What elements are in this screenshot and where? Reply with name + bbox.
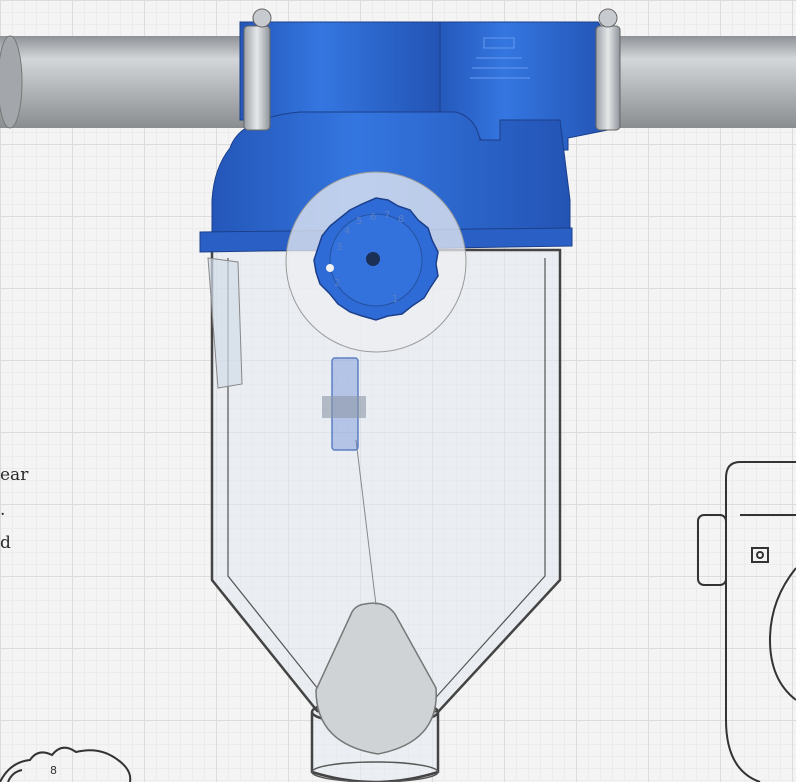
float-window [322, 357, 366, 451]
dial-digit: 4 [344, 226, 350, 237]
sketch-outline-left [0, 746, 132, 782]
dial-digits: 8 7 6 5 4 3 2 1 [334, 210, 404, 305]
dial-digit: 1 [392, 294, 398, 305]
dial-digit: 7 [384, 210, 390, 221]
dial-digit: 3 [336, 242, 342, 253]
text-fragment: d [0, 533, 11, 553]
adjustment-dial [313, 197, 439, 321]
dial-digit: 2 [334, 278, 340, 289]
hopper-body [207, 248, 562, 714]
sketch-outline-right [697, 461, 796, 782]
text-fragment: ear [0, 465, 29, 485]
cone-weight [315, 439, 437, 755]
dial-digit: 8 [398, 214, 404, 225]
sketch-digit: 8 [50, 764, 57, 777]
text-fragment: . [0, 500, 6, 520]
dial-digit: 5 [356, 216, 362, 227]
hose-clamp-left [243, 8, 272, 131]
dial-digit: 6 [370, 212, 376, 223]
hose-clamp-right [595, 8, 621, 131]
